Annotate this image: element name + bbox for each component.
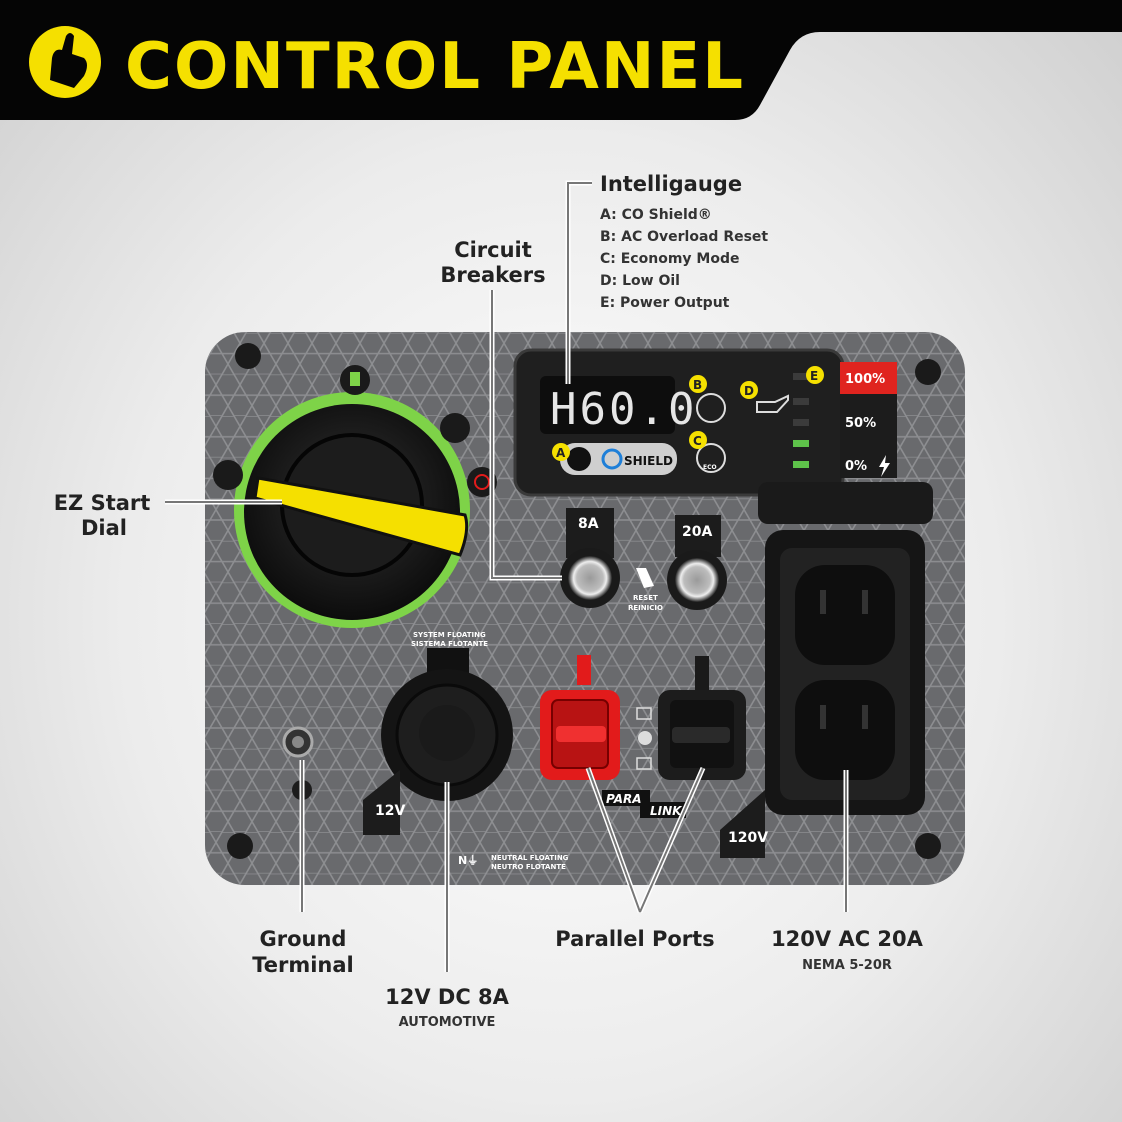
neutral-floating-label: NEUTRAL FLOATING: [491, 854, 569, 862]
power-level-bar: [793, 440, 809, 447]
ground-terminal-label: Ground: [260, 927, 347, 951]
power-level-bar: [793, 419, 809, 426]
legend-item-b: B: AC Overload Reset: [600, 229, 768, 245]
dc-voltage-label: 12V: [375, 803, 405, 819]
intelligauge-display: H60.0 SHIELD ECO A B C D E 100% 50% 0%: [513, 348, 897, 497]
eco-icon: [696, 443, 726, 473]
svg-text:A: A: [556, 446, 566, 460]
neutral-floating-label-es: NEUTRO FLOTANTE: [491, 863, 566, 871]
parallel-ports-label: Parallel Ports: [555, 927, 714, 951]
marker-a: [552, 443, 570, 461]
screw-icon: [915, 359, 941, 385]
link-icon: [638, 731, 652, 745]
level-0: 0%: [845, 459, 867, 474]
marker-d: [740, 381, 758, 399]
legend-item-c: C: Economy Mode: [600, 251, 739, 267]
power-level-bar: [793, 373, 809, 380]
screw-icon: [227, 833, 253, 859]
lightning-icon: [879, 455, 890, 477]
ac-voltage-label: 120V: [728, 830, 768, 846]
ac-outlet-sublabel: NEMA 5-20R: [802, 958, 892, 973]
ac-outlet-120v[interactable]: [758, 482, 933, 815]
marker-e: [806, 366, 824, 384]
level-50: 50%: [845, 416, 876, 431]
dc-outlet-label: 12V DC 8A: [385, 985, 510, 1009]
circuit-breaker-20a[interactable]: 20A: [667, 515, 727, 610]
co-shield-label: SHIELD: [624, 454, 673, 468]
level-100: 100%: [845, 372, 885, 387]
ez-start-label-2: Dial: [81, 516, 127, 540]
system-floating-label: SYSTEM FLOATING: [413, 631, 486, 639]
stop-icon: [213, 460, 243, 490]
ez-start-dial[interactable]: [213, 365, 497, 628]
marker-b: [689, 375, 707, 393]
header-bar: CONTROL PANEL: [0, 0, 1122, 120]
circuit-breakers-label-2: Breakers: [440, 263, 545, 287]
reset-hand-icon: [636, 568, 654, 588]
intelligauge-title: Intelligauge: [600, 172, 742, 196]
paralink-logo-link: LINK: [650, 804, 683, 818]
power-level-bar: [793, 461, 809, 468]
circuit-breakers-label: Circuit: [454, 238, 532, 262]
marker-c: [689, 431, 707, 449]
circuit-breaker-8a[interactable]: 8A: [560, 508, 620, 608]
oil-can-icon: [756, 394, 789, 413]
power-level-bar: [793, 398, 809, 405]
paralink-logo: PARA: [606, 792, 642, 806]
svg-text:8A: 8A: [578, 516, 599, 532]
co-logo-icon: [601, 448, 623, 470]
svg-text:D: D: [744, 384, 754, 398]
svg-text:E: E: [810, 369, 818, 383]
hand-pointer-icon: [29, 26, 101, 98]
svg-text:B: B: [693, 378, 702, 392]
page-title: CONTROL PANEL: [125, 30, 745, 104]
dc-outlet-12v[interactable]: [381, 648, 513, 801]
parallel-port-black[interactable]: [658, 656, 746, 780]
parallel-port-red[interactable]: [540, 655, 620, 780]
battery-icon: [636, 757, 652, 770]
eco-label: ECO: [703, 464, 717, 471]
ez-start-label: EZ Start: [54, 491, 151, 515]
reset-label: RESET: [633, 594, 658, 602]
svg-text:20A: 20A: [682, 524, 712, 540]
run-icon: [440, 413, 470, 443]
dc-outlet-sublabel: AUTOMOTIVE: [399, 1015, 496, 1030]
legend-item-d: D: Low Oil: [600, 273, 680, 289]
system-floating-label-es: SISTEMA FLOTANTE: [411, 640, 488, 648]
legend-item-e: E: Power Output: [600, 295, 730, 311]
ground-terminal-label-2: Terminal: [252, 953, 354, 977]
ac-outlet-label: 120V AC 20A: [771, 927, 924, 951]
reset-label-es: REINICIO: [628, 604, 663, 612]
neutral-ground-icon: N⏚: [458, 854, 478, 867]
overload-reset-icon: [696, 393, 726, 423]
screw-icon: [915, 833, 941, 859]
display-readout: H60.0: [550, 384, 697, 435]
co-sensor-icon: [567, 447, 591, 471]
svg-text:C: C: [693, 434, 702, 448]
legend-item-a: A: CO Shield®: [600, 207, 712, 223]
battery-icon: [636, 707, 652, 720]
screw-icon: [235, 343, 261, 369]
